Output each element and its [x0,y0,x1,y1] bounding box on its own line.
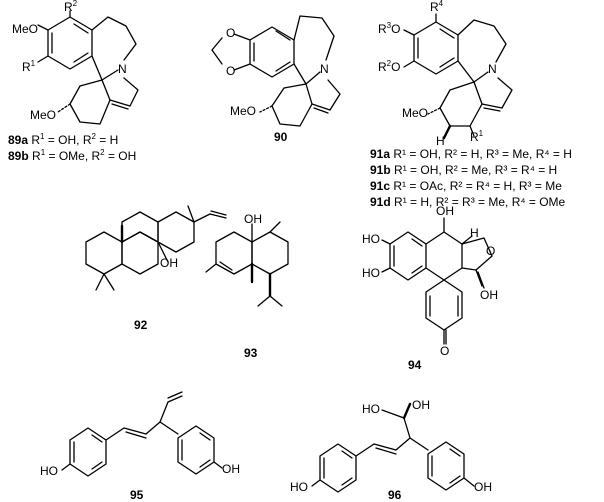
c90-o2-atom: O [226,64,236,78]
c96-ho-top-atom: HO [362,402,380,416]
c94-label: 94 [408,358,422,372]
legend-91d: 91d R¹ = H, R² = R³ = Me, R⁴ = OMe [370,195,566,209]
c95-label: 95 [130,488,144,502]
c94-o-ketone-atom: O [440,344,450,358]
structure-94 [381,217,493,345]
c93-oh-atom: OH [244,212,262,226]
c96-ho-atom: HO [290,480,308,494]
c94-oh-top-atom: OH [436,204,454,218]
c91-r2o-atom: R2O [378,59,401,75]
c91-legend: 91a R¹ = OH, R² = H, R³ = Me, R⁴ = H 91b… [370,146,572,210]
c89-meo-top-atom: MeO [12,22,39,36]
c95-ho-atom: HO [40,464,58,478]
structure-96 [311,402,475,493]
c89-legend: 89a R1 = OH, R2 = H 89b R1 = OMe, R2 = O… [8,132,136,164]
structure-95 [61,391,223,477]
c94-oh-right-atom: OH [480,288,498,302]
c91-r4-atom: R4 [430,0,444,14]
c96-oh-atom: OH [474,480,492,494]
c90-meo-atom: MeO [230,104,257,118]
c89-n-atom: N [118,62,127,76]
c89-r2-atom: R2 [64,0,78,14]
c89-r1-atom: R1 [22,59,36,75]
c90-label: 90 [274,130,288,144]
c93-label: 93 [244,346,258,360]
c94-ho2-atom: HO [362,266,380,280]
c90-n-atom: N [320,62,329,76]
c91-r1-atom: R1 [470,129,484,145]
c94-h-atom: H [470,226,479,240]
structure-91 [403,13,513,140]
c90-o1-atom: O [226,26,236,40]
legend-91c: 91c R¹ = OAc, R² = R⁴ = H, R³ = Me [370,179,562,193]
c96-label: 96 [388,488,402,502]
legend-89b: 89b R1 = OMe, R2 = OH [8,148,137,164]
structure-90 [211,15,341,127]
legend-89a: 89a R1 = OH, R2 = H [8,132,119,148]
c92-oh-atom: OH [160,256,178,270]
legend-91b: 91b R¹ = OH, R² = Me, R³ = R⁴ = H [370,163,558,177]
c94-o-ring-atom: O [486,244,496,258]
structure-89 [37,10,139,125]
c91-h-atom: H [436,134,445,148]
c95-oh-atom: OH [222,462,240,476]
legend-91a: 91a R¹ = OH, R² = H, R³ = Me, R⁴ = H [370,147,572,161]
c92-label: 92 [134,318,148,332]
c94-ho1-atom: HO [362,232,380,246]
structure-92 [85,205,227,291]
c91-r3o-atom: R3O [378,21,401,37]
c91-meo-atom: MeO [402,106,429,120]
c89-meo-bottom-atom: MeO [30,108,57,122]
c91-n-atom: N [488,62,497,76]
structure-93 [205,221,289,307]
c96-oh-top-atom: OH [412,398,430,412]
